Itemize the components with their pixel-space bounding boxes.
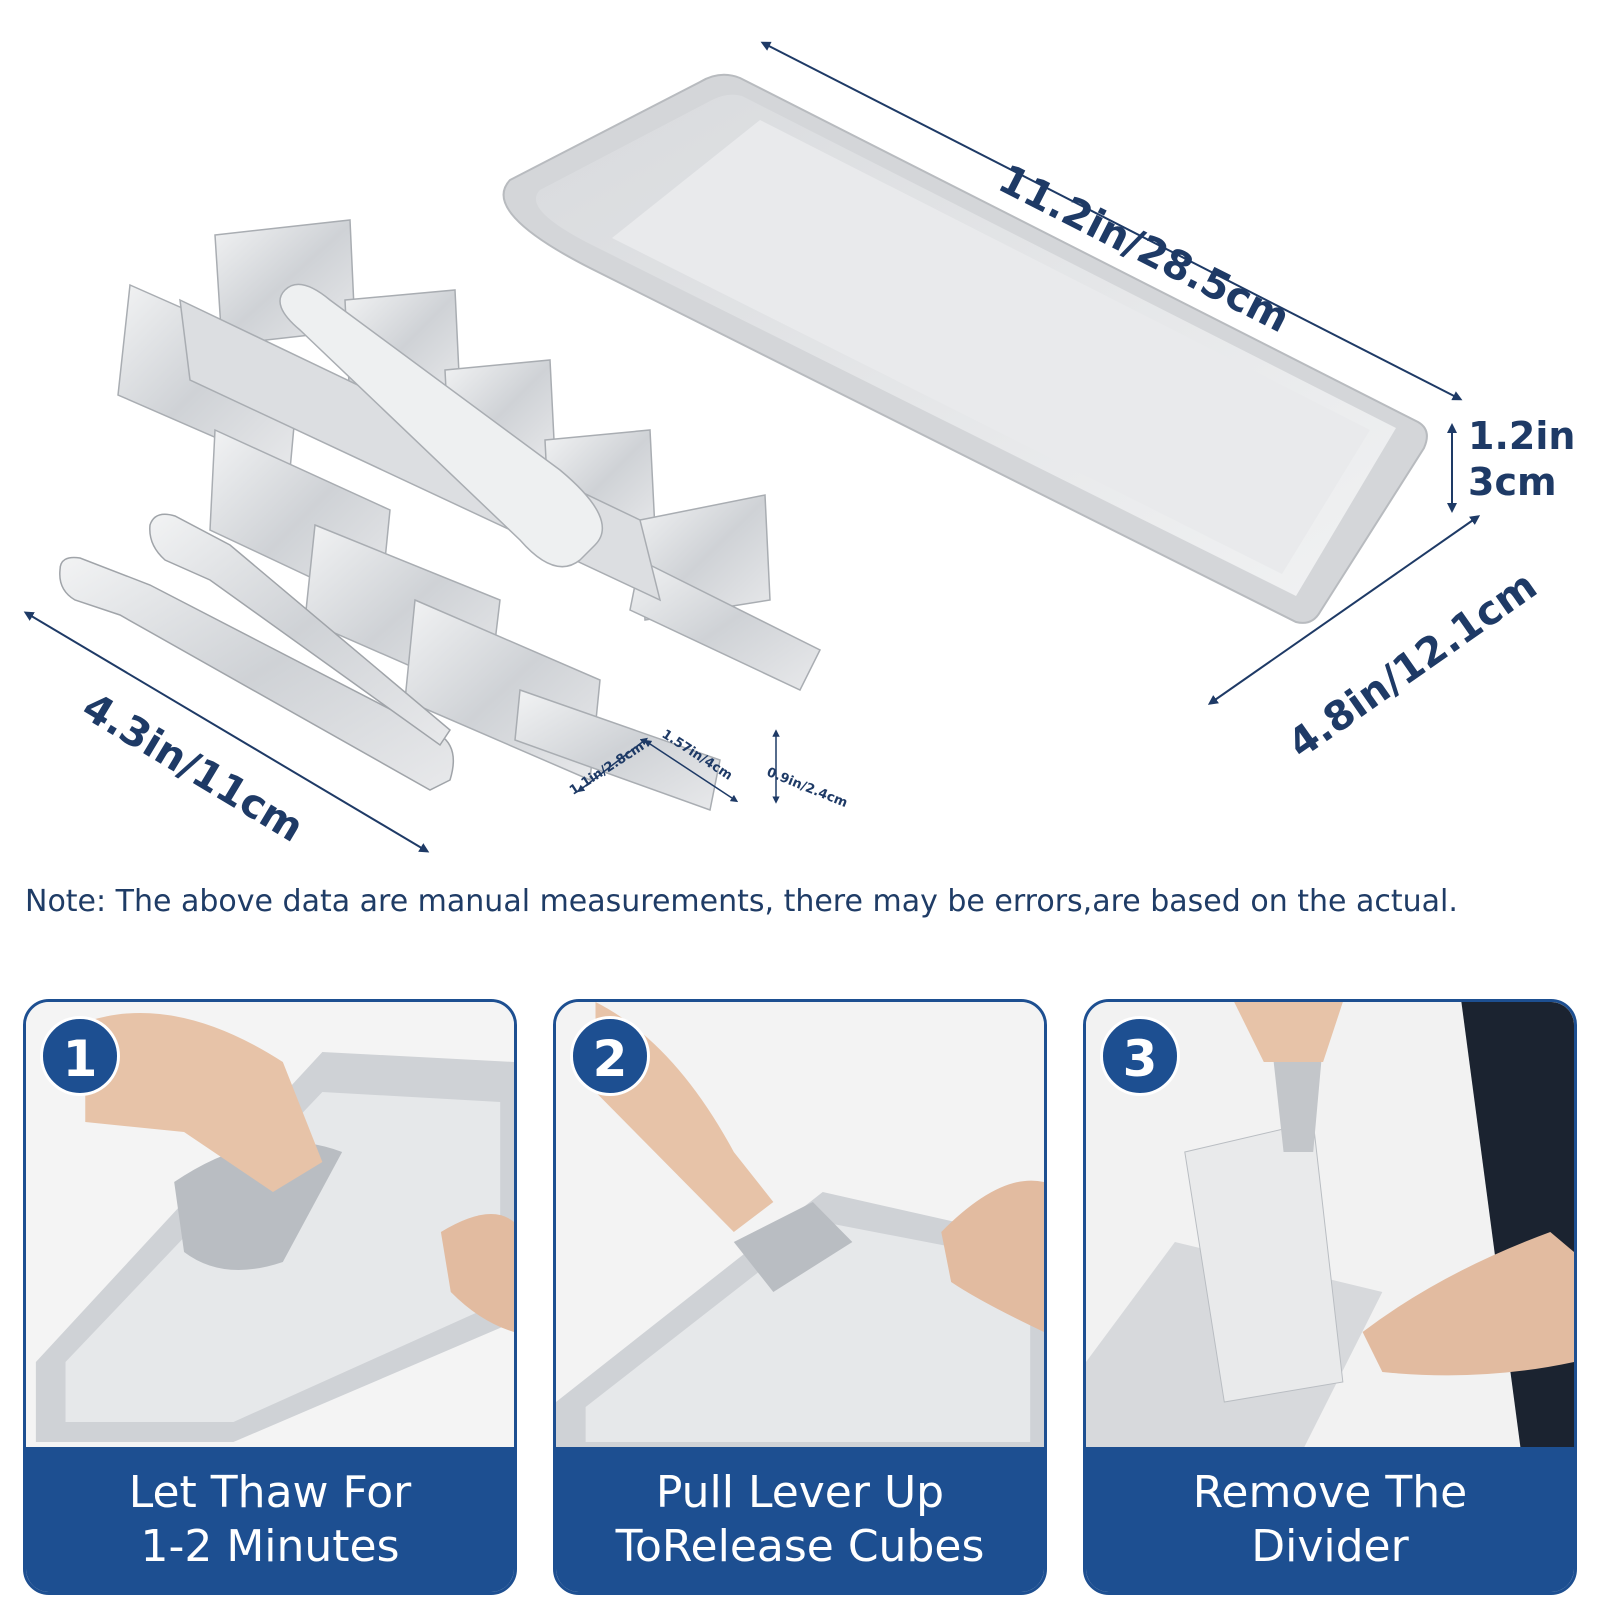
tray-height-cm-label: 3cm — [1468, 460, 1557, 504]
tray-height-in-label: 1.2in — [1468, 414, 1576, 458]
step-2-line2: ToRelease Cubes — [615, 1520, 985, 1572]
step-3-line2: Divider — [1251, 1520, 1409, 1572]
measurement-note: Note: The above data are manual measurem… — [25, 884, 1458, 919]
step-1-photo — [26, 1002, 514, 1449]
step-1-line2: 1-2 Minutes — [140, 1520, 400, 1572]
step-1-line1: Let Thaw For — [128, 1466, 412, 1518]
step-3-line1: Remove The — [1192, 1466, 1468, 1518]
step-3-badge: 3 — [1100, 1016, 1180, 1096]
step-2-badge: 2 — [570, 1016, 650, 1096]
dimension-lines — [23, 41, 1481, 853]
step-2-line1: Pull Lever Up — [655, 1466, 945, 1518]
step-1-badge: 1 — [40, 1016, 120, 1096]
product-illustration — [23, 41, 1481, 853]
